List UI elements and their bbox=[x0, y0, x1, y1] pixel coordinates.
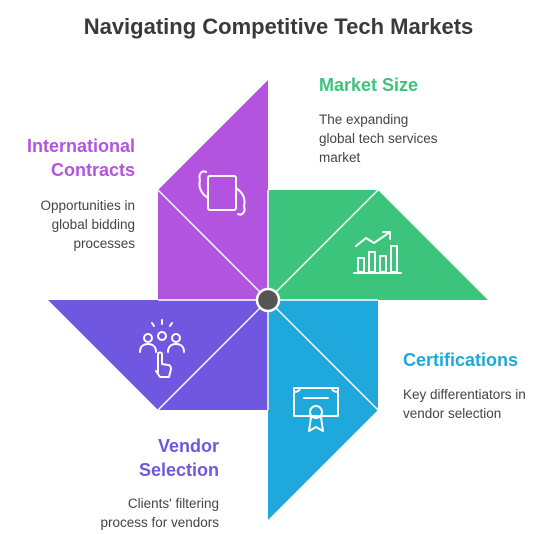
label-vendor-selection: Vendor Selection bbox=[139, 434, 219, 482]
desc-vendor-selection: Clients' filtering process for vendors bbox=[100, 494, 219, 532]
desc-line: Opportunities in bbox=[40, 198, 135, 213]
people-select-icon bbox=[139, 319, 185, 378]
desc-line: Clients' filtering bbox=[127, 496, 219, 511]
certificate-icon bbox=[293, 387, 339, 432]
blade-certifications bbox=[267, 299, 379, 520]
growth-chart-icon bbox=[353, 231, 402, 274]
center-pin bbox=[255, 287, 281, 313]
label-market-size: Market Size bbox=[319, 75, 419, 95]
desc-line: vendor selection bbox=[403, 406, 502, 421]
desc-line: The expanding bbox=[319, 112, 409, 127]
desc-line: market bbox=[319, 150, 361, 165]
hand-document-icon bbox=[198, 170, 246, 216]
diagram-title: Navigating Competitive Tech Markets bbox=[83, 14, 474, 39]
desc-line: global bidding bbox=[51, 217, 135, 232]
desc-line: Key differentiators in bbox=[403, 387, 526, 402]
desc-certifications: Key differentiators in vendor selection bbox=[403, 385, 526, 423]
label-line: Selection bbox=[138, 460, 219, 480]
desc-line: global tech services bbox=[319, 131, 438, 146]
label-line: Vendor bbox=[157, 436, 219, 456]
desc-line: processes bbox=[73, 236, 135, 251]
desc-line: process for vendors bbox=[100, 515, 219, 530]
desc-market-size: The expanding global tech services marke… bbox=[319, 110, 438, 167]
label-line: International bbox=[26, 136, 135, 156]
label-international-contracts: International Contracts bbox=[27, 134, 135, 182]
blade-international-contracts bbox=[157, 80, 269, 301]
label-line: Contracts bbox=[50, 160, 135, 180]
blade-market-size bbox=[267, 189, 488, 301]
desc-international-contracts: Opportunities in global bidding processe… bbox=[40, 196, 135, 253]
label-certifications: Certifications bbox=[403, 350, 519, 370]
